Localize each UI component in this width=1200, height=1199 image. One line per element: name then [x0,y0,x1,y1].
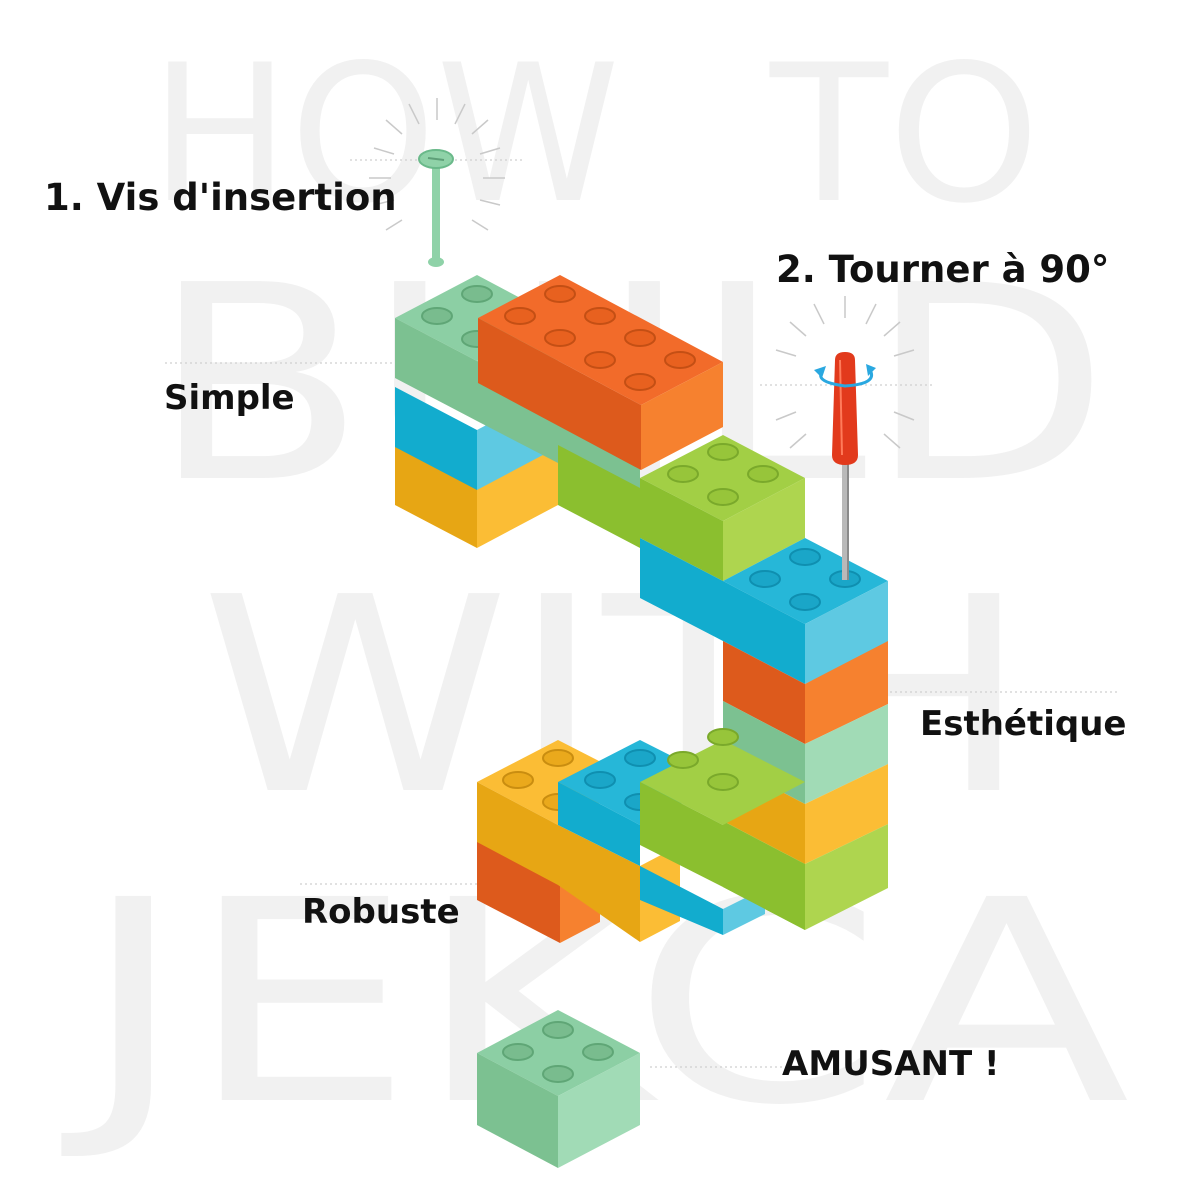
bg-word-to: TO [769,24,1040,245]
screw-burst [369,98,505,231]
label-step-2: 2. Tourner à 90° [776,248,1110,291]
brick-blue-right [640,538,888,684]
brick-yellow-top-left [395,445,558,548]
brick-lime-middle [558,435,805,581]
screwdriver-icon [832,352,858,580]
brick-mint-standalone [477,1010,640,1168]
brick-orange-right [723,641,888,744]
label-step-1: 1. Vis d'insertion [44,176,397,219]
label-robuste: Robuste [302,892,460,932]
brick-orange-top [478,275,723,470]
label-amusant: AMUSANT ! [782,1044,1000,1084]
guide-lines [165,159,1120,1068]
label-simple: Simple [164,378,295,418]
screw-icon [418,149,454,267]
label-esthetique: Esthétique [920,704,1127,744]
rotation-arrow-icon [814,364,876,388]
screwdriver-burst [775,296,915,449]
brick-lime-bottom [640,728,805,930]
bg-word-how: HOW [150,24,620,245]
